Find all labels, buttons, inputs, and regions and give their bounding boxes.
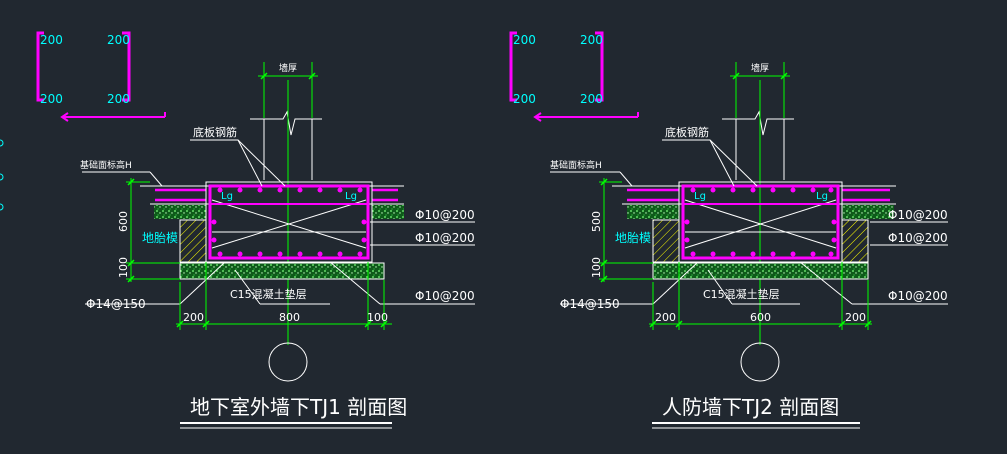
tire-mold-label: 地胎模 bbox=[615, 231, 651, 245]
height-dim: 600 bbox=[117, 211, 130, 232]
stirrup-sketch: 200 200 200 200 bbox=[36, 31, 166, 122]
rebar-label-1: Φ10@200 bbox=[888, 208, 948, 222]
tire-mold-hatch bbox=[179, 219, 207, 263]
stirrup-sketch: 200 200 200 200 bbox=[509, 31, 639, 122]
c15-cushion bbox=[179, 262, 385, 280]
bottom-bar-label: 底板钢筋 bbox=[193, 125, 237, 139]
right-slab-gravel bbox=[372, 205, 404, 219]
bottom-bar-label: 底板钢筋 bbox=[665, 125, 709, 139]
anchor-length-right: Lg bbox=[816, 191, 828, 202]
stirrup-dim-4: 200 bbox=[580, 92, 603, 106]
wall: 墙厚 bbox=[250, 62, 322, 180]
edge-marks bbox=[0, 139, 4, 211]
stirrup-dim-4: 200 bbox=[107, 92, 130, 106]
foundation-top-elevation-label: 基础面标高H bbox=[80, 159, 132, 171]
right-slab-gravel bbox=[842, 205, 894, 219]
bottom-height-dim: 100 bbox=[117, 257, 130, 278]
beam-stirrup bbox=[208, 184, 370, 260]
rebar-label-bottom: Φ14@150 bbox=[560, 297, 620, 311]
section-tj2: 200 200 200 200 墙厚 bbox=[509, 31, 948, 429]
anchor-length-left: Lg bbox=[221, 191, 233, 202]
wall-thickness-label: 墙厚 bbox=[279, 62, 297, 74]
foundation-top-elevation-label: 基础面标高H bbox=[550, 159, 602, 171]
rebar-label-1: Φ10@200 bbox=[415, 208, 475, 222]
anchor-length-right: Lg bbox=[345, 191, 357, 202]
dim-right: 200 bbox=[845, 311, 866, 324]
height-dim: 500 bbox=[590, 211, 603, 232]
anchor-length-left: Lg bbox=[694, 191, 706, 202]
tire-mold-hatch-right bbox=[841, 219, 869, 263]
tire-mold-hatch-left bbox=[652, 219, 680, 263]
wall: 墙厚 bbox=[722, 62, 794, 180]
rebar-label-2: Φ10@200 bbox=[888, 231, 948, 245]
beam-stirrup bbox=[681, 184, 840, 260]
section-tj1: 200 200 200 200 墙厚 bbox=[36, 31, 475, 429]
wall-thickness-label: 墙厚 bbox=[751, 62, 769, 74]
beam-outline bbox=[678, 181, 843, 263]
rebar-label-2: Φ10@200 bbox=[415, 231, 475, 245]
dim-right: 100 bbox=[367, 311, 388, 324]
axis-bubble bbox=[268, 342, 308, 382]
dim-mid: 600 bbox=[750, 311, 771, 324]
stirrup-dim-2: 200 bbox=[580, 33, 603, 47]
dim-left: 200 bbox=[655, 311, 676, 324]
c15-cushion bbox=[652, 262, 869, 280]
stirrup-dim-3: 200 bbox=[513, 92, 536, 106]
cushion-label: C15混凝土垫层 bbox=[230, 287, 307, 301]
stirrup-dim-1: 200 bbox=[40, 33, 63, 47]
axis-bubble bbox=[740, 342, 780, 382]
section-title: 人防墙下TJ2 剖面图 bbox=[662, 395, 839, 419]
tire-mold-label: 地胎模 bbox=[142, 231, 178, 245]
section-title: 地下室外墙下TJ1 剖面图 bbox=[190, 395, 407, 419]
left-slab-gravel bbox=[627, 205, 679, 219]
rebar-label-3: Φ10@200 bbox=[888, 289, 948, 303]
stirrup-dim-1: 200 bbox=[513, 33, 536, 47]
stirrup-dim-2: 200 bbox=[107, 33, 130, 47]
cushion-label: C15混凝土垫层 bbox=[703, 287, 780, 301]
stirrup-dim-3: 200 bbox=[40, 92, 63, 106]
rebar-label-3: Φ10@200 bbox=[415, 289, 475, 303]
rebar-label-bottom: Φ14@150 bbox=[86, 297, 146, 311]
dim-left: 200 bbox=[183, 311, 204, 324]
bottom-height-dim: 100 bbox=[590, 257, 603, 278]
dim-mid: 800 bbox=[279, 311, 300, 324]
left-slab-gravel bbox=[154, 205, 206, 219]
